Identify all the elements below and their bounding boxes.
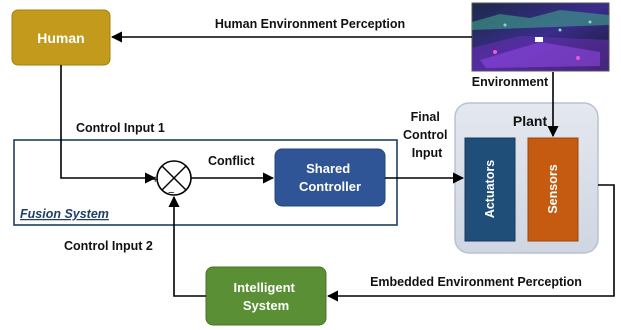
arrow-human-to-junction <box>60 65 157 184</box>
sensors-label: Sensors <box>546 164 560 213</box>
environment-label: Environment <box>472 75 549 89</box>
arrow-sensors-to-intelligent-system <box>326 184 615 302</box>
summing-junction <box>156 160 192 196</box>
shared-controller-label: Shared Controller <box>299 161 361 194</box>
intelligent-system-label: Intelligent System <box>233 280 298 313</box>
actuators-box <box>464 137 516 242</box>
final-control-input-line-1: Final <box>411 110 440 124</box>
final-control-input-line-3: Input <box>412 146 443 160</box>
actuators-label: Actuators <box>483 160 497 218</box>
label-conflict: Conflict <box>208 154 255 168</box>
fusion-system-box <box>13 139 398 226</box>
junction-plus-sign: + <box>152 174 158 186</box>
intelligent-system-line-2: System <box>243 298 289 313</box>
label-embedded-environment-perception: Embedded Environment Perception <box>370 275 582 289</box>
human-label: Human <box>37 30 84 46</box>
plant-label: Plant <box>513 113 548 129</box>
shared-controller-line-1: Shared <box>306 161 350 176</box>
shared-controller-line-2: Controller <box>299 179 361 194</box>
label-human-environment-perception: Human Environment Perception <box>215 17 405 31</box>
shared-controller-box <box>274 148 386 207</box>
junction-minus-sign: − <box>168 187 174 199</box>
final-control-input-line-2: Control <box>403 128 447 142</box>
label-control-input-2: Control Input 2 <box>64 239 153 253</box>
label-final-control-input: Final Control Input <box>403 110 451 160</box>
arrow-intelligent-system-to-junction <box>168 195 206 297</box>
environment-image <box>471 2 610 72</box>
sensors-box <box>527 137 579 242</box>
fusion-system-label: Fusion System <box>20 207 109 221</box>
intelligent-system-box <box>205 266 327 326</box>
label-control-input-1: Control Input 1 <box>76 121 165 135</box>
intelligent-system-line-1: Intelligent <box>233 280 295 295</box>
